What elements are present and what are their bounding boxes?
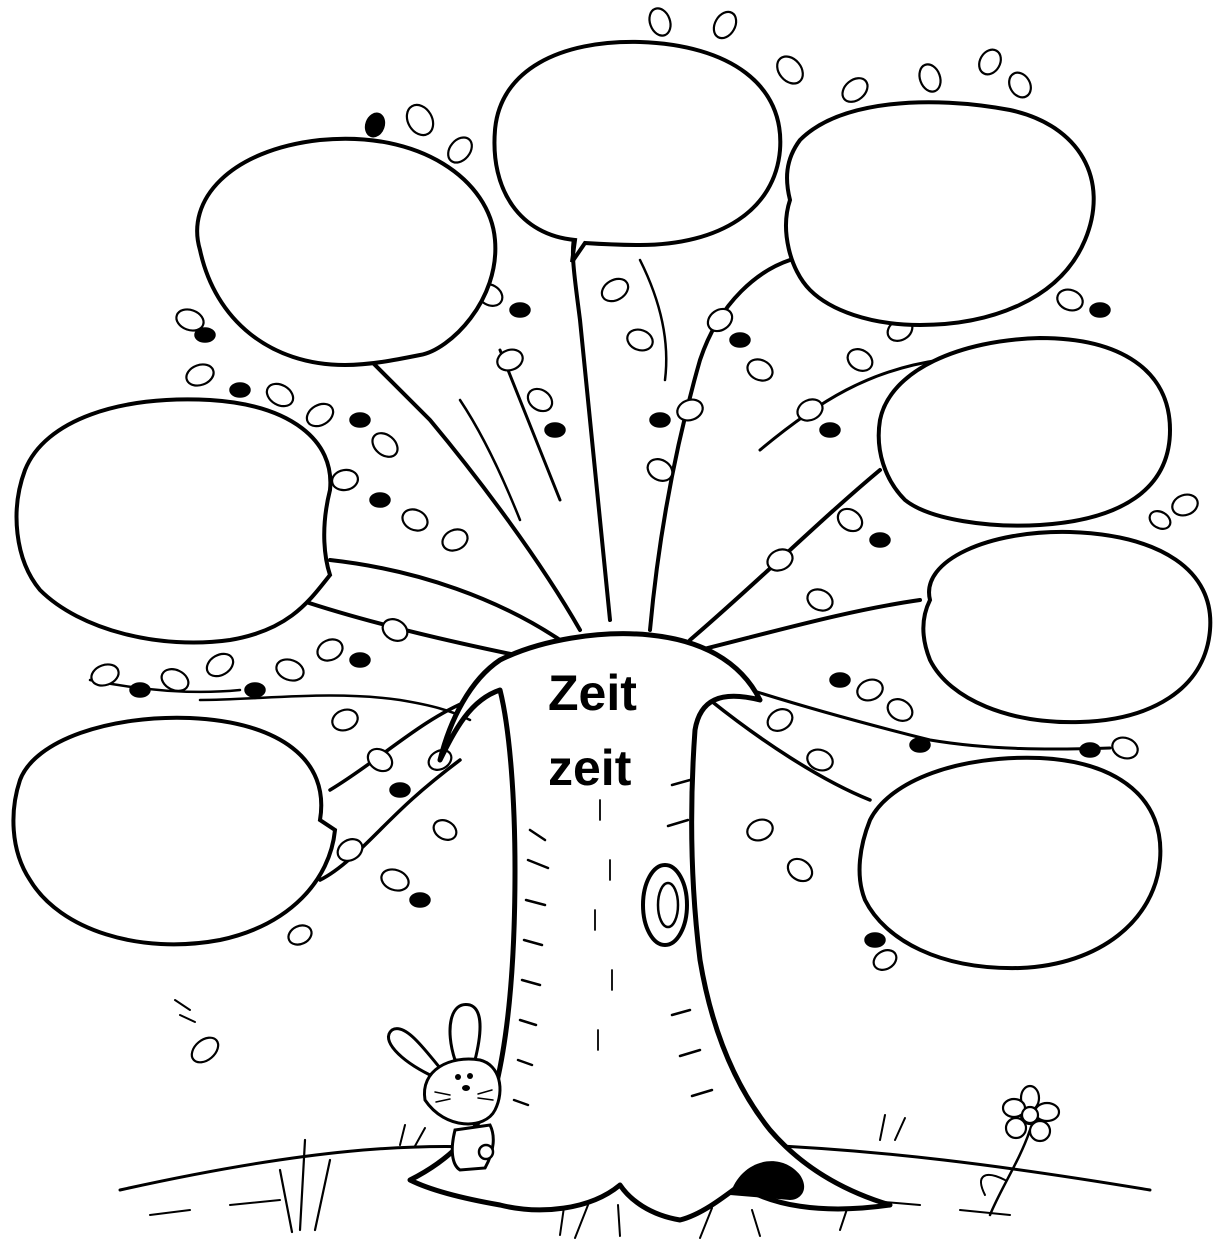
- bubble-middle-right-lower[interactable]: [923, 532, 1210, 722]
- bubble-middle-left[interactable]: [17, 399, 331, 642]
- bubble-top-left[interactable]: [197, 139, 495, 365]
- trunk-label-line1: Zeit: [548, 665, 637, 721]
- bubble-lower-right[interactable]: [860, 758, 1161, 968]
- bubble-top-right[interactable]: [786, 102, 1094, 325]
- trunk-label-line2: zeit: [548, 740, 632, 796]
- bubble-middle-right-upper[interactable]: [879, 338, 1170, 526]
- bubble-top-center[interactable]: [494, 42, 780, 262]
- bubble-lower-left[interactable]: [13, 718, 335, 945]
- flower-drawing: [981, 1086, 1059, 1215]
